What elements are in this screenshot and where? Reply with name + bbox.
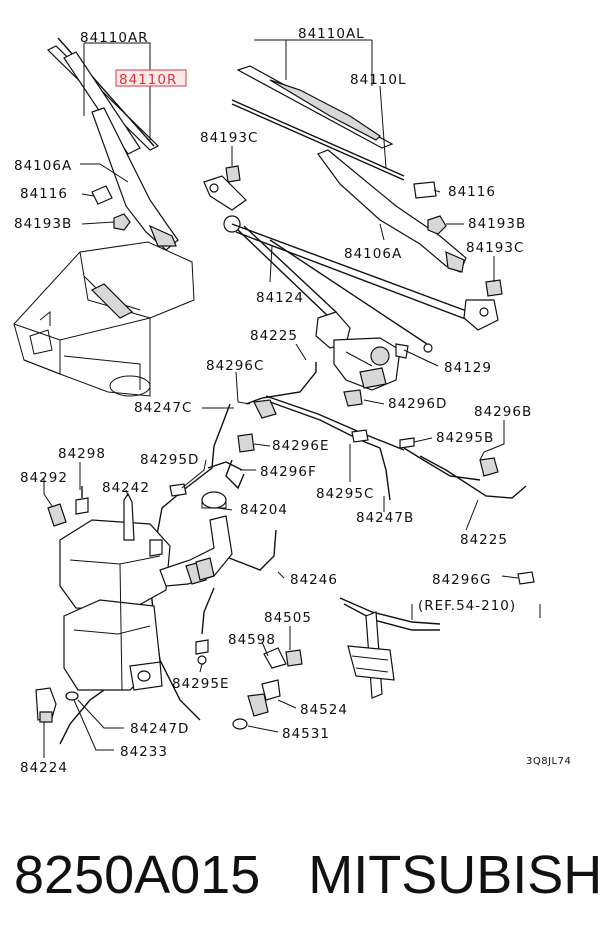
- vehicle-sketch: [13, 241, 195, 397]
- label-84224: 84224: [20, 760, 68, 776]
- clip-84296g: [517, 571, 535, 585]
- brand-name: MITSUBISHI: [308, 845, 600, 905]
- label-84110ar: 84110AR: [80, 30, 149, 46]
- filler-cap-84204: [201, 491, 227, 509]
- caption: 8250A015 MITSUBISHI: [0, 830, 600, 920]
- label-84242: 84242: [102, 480, 150, 496]
- label-84106a-right: 84106A: [344, 246, 402, 262]
- label-84295e: 84295E: [172, 676, 229, 692]
- label-84296b: 84296B: [474, 404, 532, 420]
- left-arm-nut: [113, 213, 131, 231]
- leader-lines: [43, 39, 541, 758]
- joint-84295e: [195, 639, 209, 665]
- part-number: 8250A015: [14, 845, 261, 905]
- right-wiper-arm: [317, 149, 467, 273]
- right-wiper-blade: [231, 65, 405, 181]
- label-84296f: 84296F: [260, 464, 317, 480]
- right-pivot-nut: [485, 279, 503, 297]
- right-wiper-cap: [413, 181, 437, 199]
- label-84247c: 84247C: [134, 400, 192, 416]
- label-84225-bottom: 84225: [460, 532, 508, 548]
- label-84246: 84246: [290, 572, 338, 588]
- label-84116-right: 84116: [448, 184, 496, 200]
- label-84295b: 84295B: [436, 430, 494, 446]
- headlamp-washer-assembly: [232, 647, 303, 730]
- hose-clip-84296d: [343, 389, 363, 407]
- label-84296g: 84296G: [432, 572, 491, 588]
- wiper-linkage: [203, 175, 499, 353]
- wiper-motor: [315, 311, 409, 391]
- joint-84295b: [399, 437, 415, 449]
- label-84129: 84129: [444, 360, 492, 376]
- label-84247d: 84247D: [130, 721, 189, 737]
- label-84524: 84524: [300, 702, 348, 718]
- grommet-84233: [65, 691, 79, 701]
- washer-pump: [35, 687, 57, 723]
- diagram-code: 3Q8JL74: [526, 756, 571, 767]
- label-84295d: 84295D: [140, 452, 199, 468]
- label-84193b-left: 84193B: [14, 216, 72, 232]
- label-84193c-top: 84193C: [200, 130, 258, 146]
- label-84298: 84298: [58, 446, 106, 462]
- nozzle-84296b: [479, 457, 499, 477]
- label-84292: 84292: [20, 470, 68, 486]
- highlight-box: [115, 69, 187, 87]
- joint-84295d: [169, 483, 187, 497]
- label-84193c-right: 84193C: [466, 240, 524, 256]
- label-84598: 84598: [228, 632, 276, 648]
- filler-neck: [159, 515, 233, 587]
- label-84233: 84233: [120, 744, 168, 760]
- label-84247b: 84247B: [356, 510, 414, 526]
- label-84296e: 84296E: [272, 438, 329, 454]
- label-84296c: 84296C: [206, 358, 264, 374]
- top-pivot-nut: [225, 165, 241, 183]
- label-ref: (REF.54-210): [418, 598, 516, 614]
- label-84110al: 84110AL: [298, 26, 365, 42]
- label-84295c: 84295C: [316, 486, 374, 502]
- label-84296d: 84296D: [388, 396, 447, 412]
- label-84204: 84204: [240, 502, 288, 518]
- label-84110l: 84110L: [350, 72, 406, 88]
- label-84116-left: 84116: [20, 186, 68, 202]
- bolt-84298: [75, 486, 89, 515]
- label-84110r: 84110R: [119, 72, 177, 88]
- right-arm-nut: [427, 215, 447, 235]
- left-wiper-blade: [46, 37, 160, 155]
- label-84106a-left: 84106A: [14, 158, 72, 174]
- label-84531: 84531: [282, 726, 330, 742]
- reference-piping: [339, 597, 441, 699]
- reservoir-bracket-84292: [47, 503, 67, 527]
- label-84225-top: 84225: [250, 328, 298, 344]
- joint-84295c: [351, 429, 369, 443]
- label-84505: 84505: [264, 610, 312, 626]
- label-84124: 84124: [256, 290, 304, 306]
- label-84193b-right: 84193B: [468, 216, 526, 232]
- left-wiper-cap: [91, 185, 113, 205]
- washer-reservoir: [59, 492, 171, 691]
- hose-clip-84296e: [237, 433, 255, 453]
- hose-clip-84296f: [225, 459, 245, 490]
- left-wiper-arm: [91, 107, 179, 251]
- hose-clip-84296c: [253, 399, 277, 419]
- part-labels: 84110AR 84110R 84110AL 84110L 84106A 841…: [14, 26, 571, 776]
